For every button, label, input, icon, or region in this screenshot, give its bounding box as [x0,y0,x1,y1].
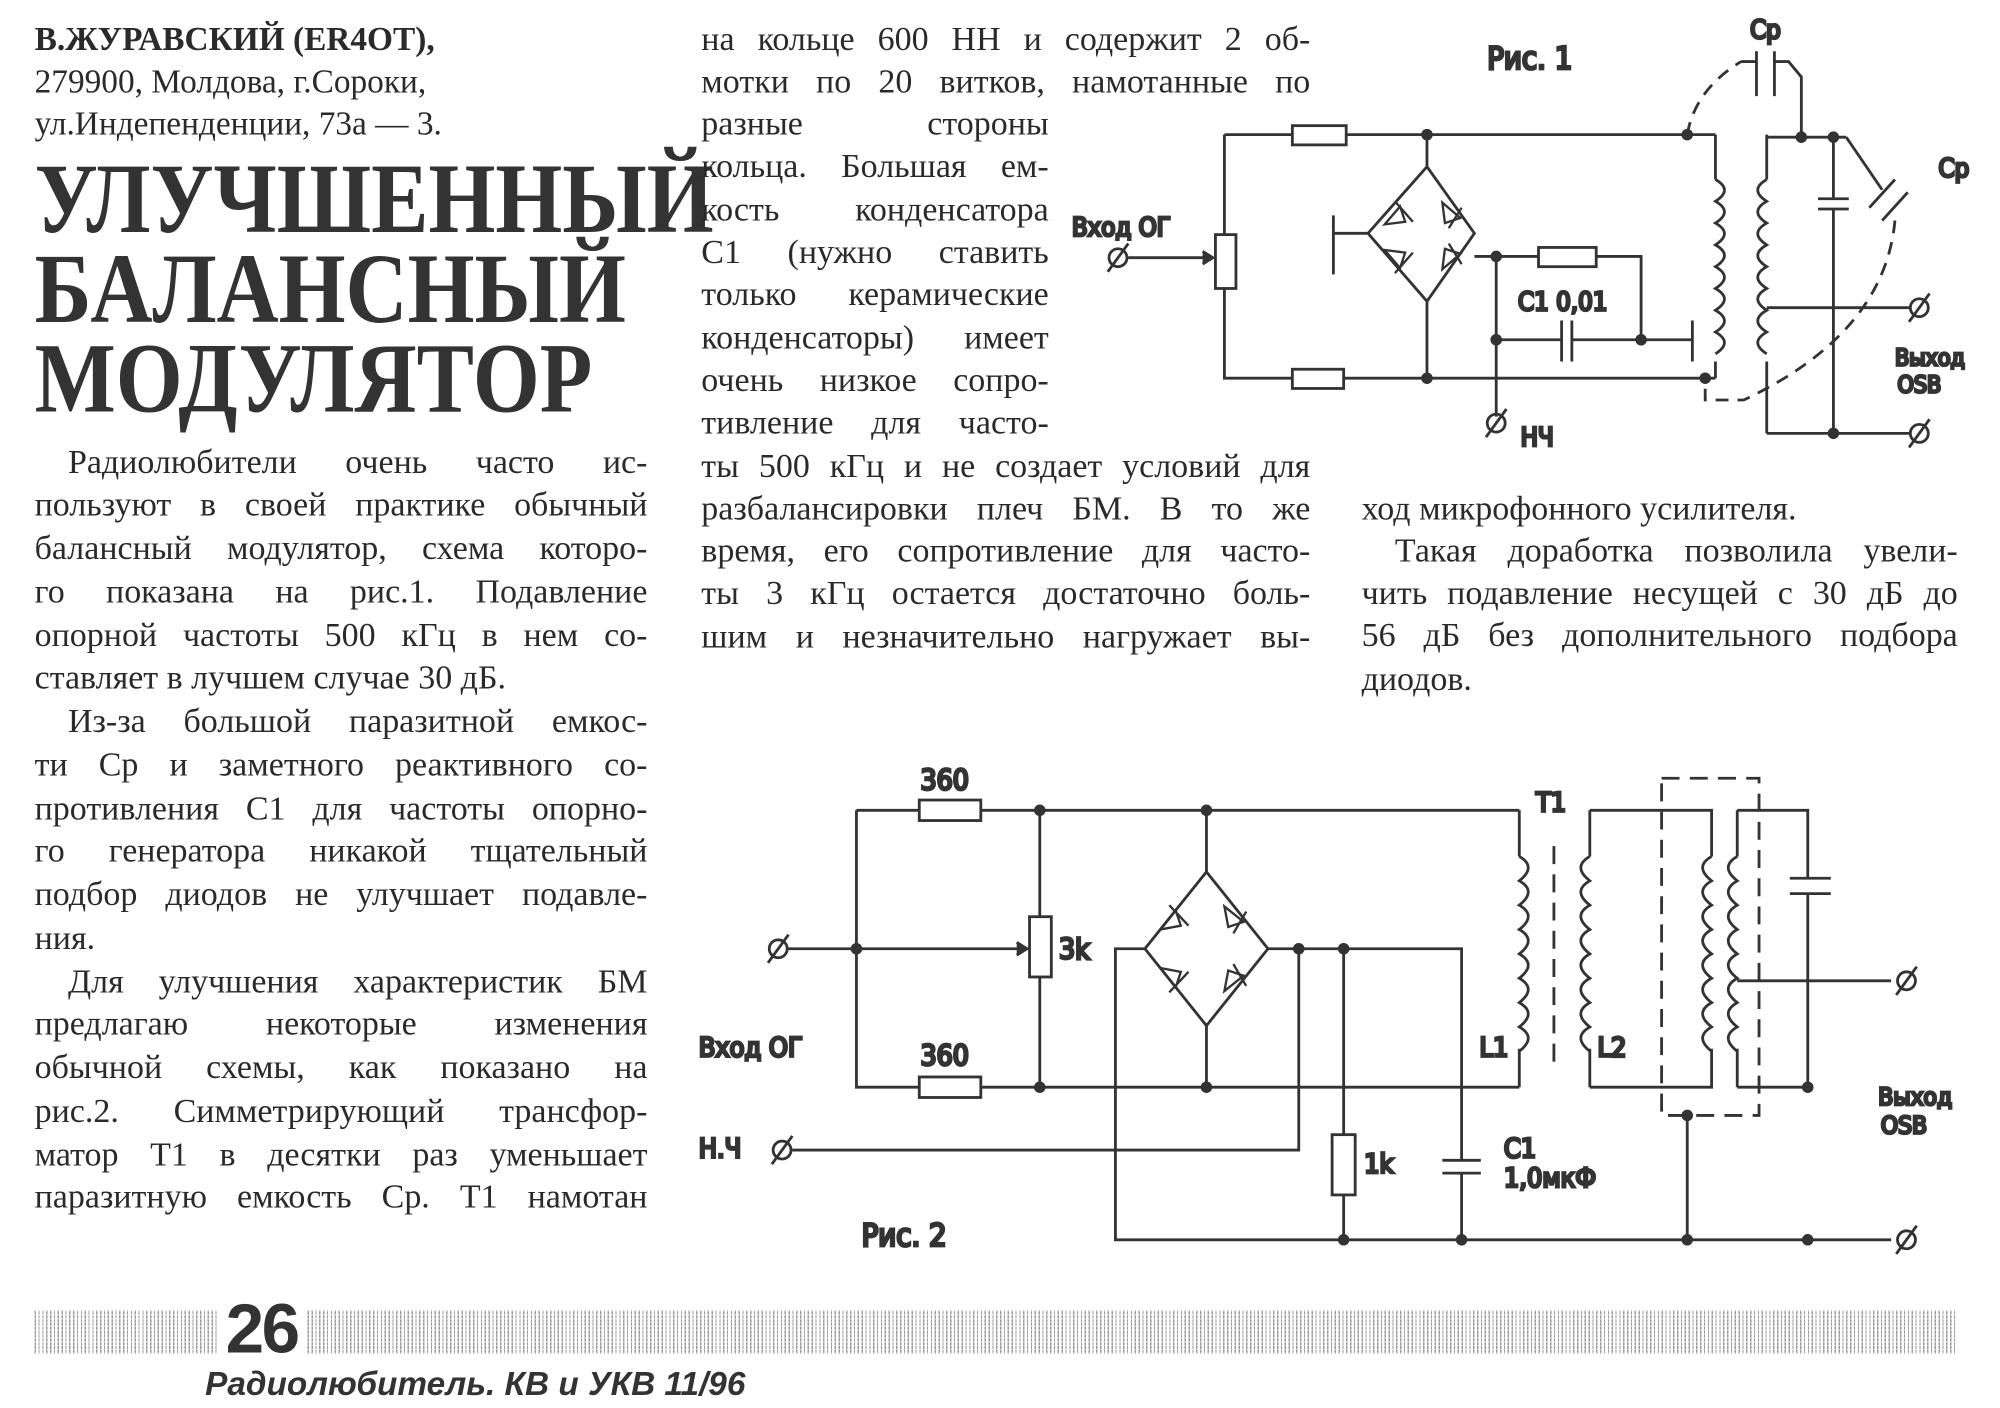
fig1-resistors [1214,124,1598,390]
text-line: мотки по 20 витков, намотанные по [701,61,1311,100]
text-line: 56 дБ без дополнительного подбора [1361,615,1958,655]
footer-decorative-bar [34,1310,1958,1354]
fig2-label-output-1: Выход [1878,1082,1952,1111]
text-line: ти Ср и заметного реактивного со- [34,744,648,784]
fig1-label-cp-top: Ср [1750,15,1781,45]
fig2-label-t1: Т1 [1535,788,1566,819]
text-line: кольца. Большая ем- [701,146,1049,186]
text-line: опорной частоты 500 кГц в нем со- [34,614,648,654]
fig1-diodes [1381,199,1463,274]
text-line: балансный модулятор, схема которо- [34,528,648,567]
fig1-label-cp-right: Ср [1939,154,1970,184]
text-line: матор Т1 в десятки раз уменьшает [34,1134,648,1173]
journal-name: Радиолюбитель. КВ и УКВ 11/96 [205,1364,746,1403]
fig1-label-c1: С1 0,01 [1518,287,1607,317]
fig1-label-lf: НЧ [1521,423,1554,453]
page-number: 26 [217,1292,306,1367]
fig1-junction-dots [1421,128,1840,440]
fig2-label-c1-value: 1,0мкФ [1504,1163,1596,1194]
text-line: шим и незначительно нагружает вы- [701,616,1311,655]
text-line: кость конденсатора [701,189,1049,228]
text-line: го показана на рис.1. Подавление [34,571,648,610]
fig2-label-r-bottom: 360 [921,1039,969,1072]
article-title-line3: МОДУЛЯТОР [34,321,593,434]
text-line: го генератора никакой тщательный [34,831,648,870]
fig2-diodes [1157,903,1248,994]
text-line: Радиолюбители очень часто ис- [67,441,648,481]
text-line: подбор диодов не улучшает подавле- [34,874,648,913]
fig2-shield [1660,776,1761,1117]
fig2-label-r-top: 360 [921,764,969,797]
text-line: противления С1 для частоты опорно- [34,787,648,827]
fig2-terminals [766,933,1918,1255]
fig2-wires [788,776,1892,1242]
author-address-line2: ул.Индепенденции, 73а — 3. [34,105,442,143]
fig1-label-output-1: Выход [1895,345,1965,371]
fig2-resistors [917,798,1357,1197]
fig2-label-l1: L1 [1480,1032,1509,1063]
text-line: ния. [34,917,96,957]
text-line: рис.2. Симметрирующий трансфор- [34,1090,648,1130]
fig2-potentiometer [1028,915,1053,979]
fig2-caption: Рис. 2 [862,1218,947,1254]
text-line: предлагаю некоторые изменения [34,1004,648,1043]
fig2-label-l2: L2 [1597,1032,1626,1063]
text-line: разбалансировки плеч БМ. В то же [701,488,1311,527]
text-line: диодов. [1361,658,1472,697]
fig1-terminals [1106,242,1931,449]
fig1-label-output-2: OSB [1898,372,1942,398]
fig1-label-input: Вход ОГ [1072,213,1171,243]
text-line: Из-за большой паразитной емкос- [67,701,648,740]
author-address-line1: 279900, Молдова, г.Сороки, [34,62,427,101]
fig1-wires [1128,51,1911,435]
article-title-line2: БАЛАНСНЫЙ [34,232,626,344]
text-line: очень низкое сопро- [701,360,1049,399]
fig2-label-r-1k: 1k [1364,1149,1393,1180]
fig1-caption: Рис. 1 [1487,41,1572,77]
fig2-label-output-2: OSB [1881,1110,1927,1139]
fig2-label-pot: 3k [1059,933,1090,966]
text-line: паразитную емкость Ср. Т1 намотан [34,1177,648,1216]
text-line: разные стороны [701,103,1049,143]
text-line: обычной схемы, как показано на [34,1047,648,1086]
fig1-potentiometer [1214,233,1238,290]
text-line: ставляет в лучшем случае 30 дБ. [34,658,506,697]
text-line: чить подавление несущей с 30 дБ до [1361,573,1958,612]
text-line: Такая доработка позволила увели- [1394,530,1958,569]
text-line: ты 3 кГц остается достаточно боль- [701,573,1311,613]
fig2-label-input: Вход ОГ [699,1032,803,1063]
text-line: С1 (нужно ставить [701,232,1049,271]
text-line: только керамические [701,274,1049,314]
text-line: ты 500 кГц и не создает условий для [701,445,1311,484]
article-title-line1: УЛУЧШЕННЫЙ [34,142,714,254]
text-line: ход микрофонного усилителя. [1361,487,1797,527]
author-name: В.ЖУРАВСКИЙ (ER4OT), [34,20,435,58]
fig2-junction-dots [850,804,1814,1246]
text-line: время, его сопротивление для часто- [701,530,1311,570]
text-line: пользуют в своей практике обычный [34,484,648,524]
text-line: Для улучшения характеристик БМ [67,960,648,1000]
fig2-label-c1: С1 [1504,1134,1536,1165]
fig2-label-lf: Н.Ч [699,1134,742,1165]
text-line: на кольце 600 НН и содержит 2 об- [701,18,1311,58]
text-line: тивление для часто- [701,402,1049,442]
text-line: конденсаторы) имеет [701,317,1049,356]
